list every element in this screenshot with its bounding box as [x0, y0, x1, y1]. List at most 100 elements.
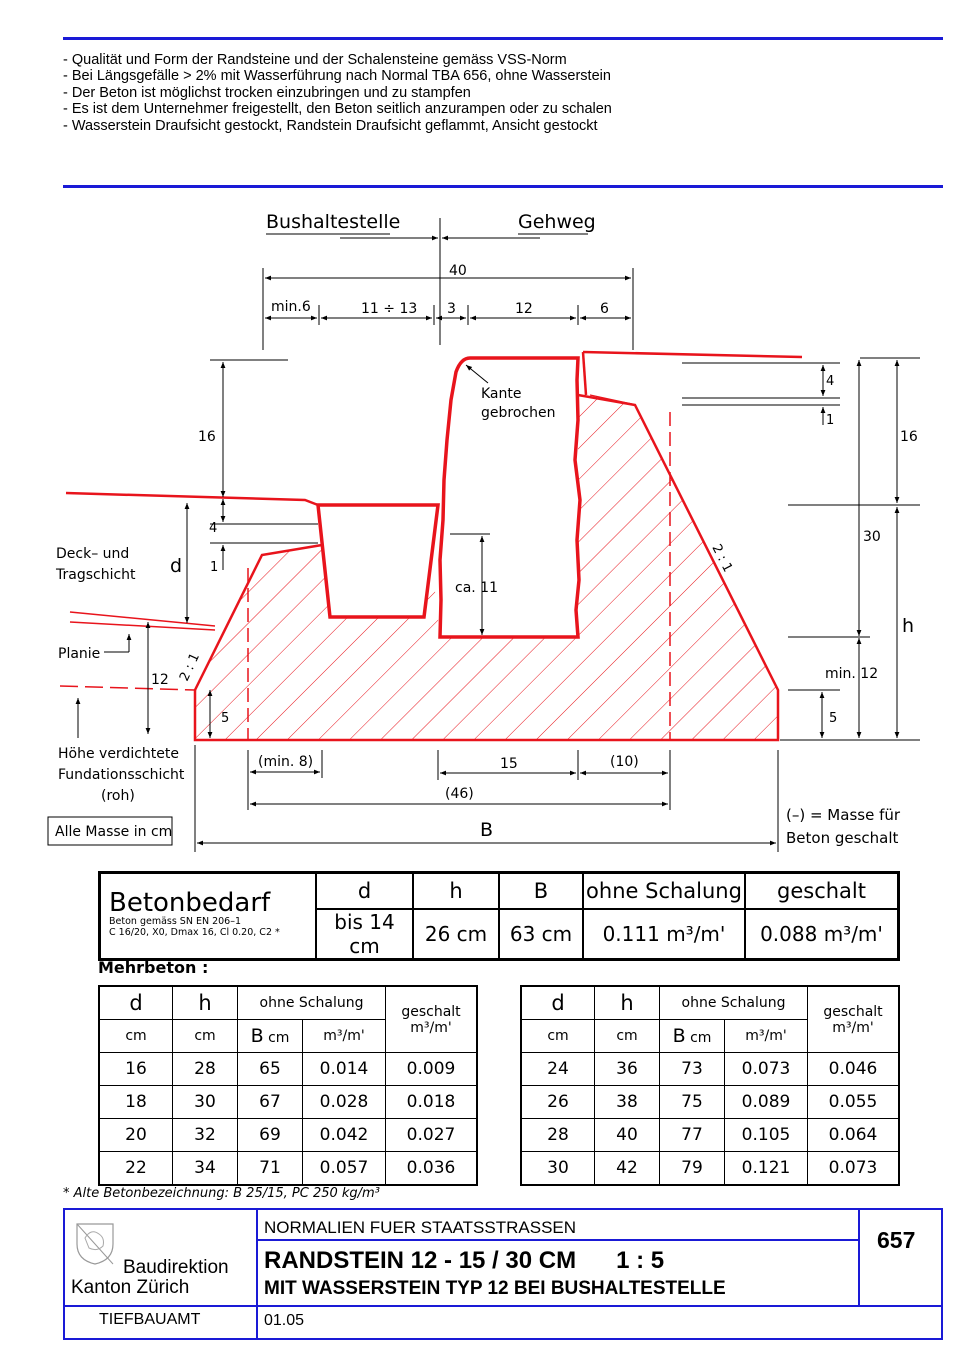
label-h: h — [902, 615, 914, 637]
mb2-cell: 0.073 — [724, 1052, 808, 1086]
mb2-h-geschalt: geschalt — [823, 1003, 883, 1020]
mb2-cell: 0.089 — [724, 1085, 808, 1119]
road-surfaces — [59, 350, 803, 691]
mb1-u-h: cm — [172, 1019, 238, 1053]
mb2-cell: 38 — [594, 1085, 660, 1119]
bedarf-v-d: bis 14 cm — [315, 907, 414, 960]
mb1-cell: 0.028 — [302, 1085, 386, 1119]
mb2-h-h: h — [594, 985, 660, 1020]
mb1-cell: 32 — [172, 1118, 238, 1152]
bedarf-h-h: h — [412, 871, 500, 910]
mb2-cell: 0.064 — [807, 1118, 900, 1152]
label-B: B — [480, 819, 493, 841]
department: TIEFBAUAMT — [99, 1311, 201, 1328]
org-name-1: Baudirektion — [123, 1257, 229, 1278]
bedarf-v-ohne: 0.111 m³/m' — [582, 907, 746, 960]
mb1-u-d: cm — [98, 1019, 173, 1053]
label-alle-masse: Alle Masse in cm — [55, 824, 172, 840]
legend-line1: (–) = Masse für — [786, 806, 901, 824]
mb2-cell: 40 — [594, 1118, 660, 1152]
mb2-cell: 0.055 — [807, 1085, 900, 1119]
mb1-cell: 28 — [172, 1052, 238, 1086]
mb2-h-ohne: ohne Schalung — [659, 985, 808, 1020]
dim-4-left: 4 — [209, 521, 217, 536]
mb1-cell: 20 — [98, 1118, 173, 1152]
dim-1-left: 1 — [210, 560, 218, 575]
mb1-cell: 0.014 — [302, 1052, 386, 1086]
title-line-3: MIT WASSERSTEIN TYP 12 BEI BUSHALTESTELL… — [264, 1278, 726, 1299]
mb2-cell: 36 — [594, 1052, 660, 1086]
footnote: * Alte Betonbezeichnung: B 25/15, PC 250… — [63, 1186, 380, 1201]
dim-5-left: 5 — [221, 711, 229, 726]
label-d: d — [170, 555, 182, 577]
label-deck: Deck– und — [56, 546, 129, 562]
dim-11-13: 11 ÷ 13 — [361, 301, 417, 317]
label-gehweg: Gehweg — [518, 211, 596, 233]
title-block: Baudirektion Kanton Zürich TIEFBAUAMT NO… — [63, 1208, 943, 1340]
mb2-cell: 0.073 — [807, 1151, 900, 1186]
label-bushaltestelle: Bushaltestelle — [266, 211, 400, 233]
mb2-cell: 0.121 — [724, 1151, 808, 1186]
mb1-cell: 69 — [237, 1118, 303, 1152]
note-1: - Qualität und Form der Randsteine und d… — [63, 52, 567, 68]
dim-10: (10) — [610, 754, 639, 770]
bedarf-v-geschalt: 0.088 m³/m' — [744, 907, 900, 960]
dim-min12: min. 12 — [825, 666, 878, 682]
mb2-cell: 0.105 — [724, 1118, 808, 1152]
mb2-cell: 28 — [520, 1118, 595, 1152]
bedarf-h-ohne: ohne Schalung — [582, 871, 746, 910]
kerb-stone — [438, 356, 582, 639]
mb2-h-d: d — [520, 985, 595, 1020]
sheet-number: 657 — [877, 1227, 916, 1253]
betonbedarf-table: Betonbedarf Beton gemäss SN EN 206–1 C 1… — [98, 871, 900, 961]
dim-12-top: 12 — [515, 301, 533, 317]
note-4: - Es ist dem Unternehmer freigestellt, d… — [63, 101, 612, 118]
dim-min6: min.6 — [271, 299, 311, 315]
mb2-u-Bcm: cm — [690, 1030, 712, 1046]
label-gebrochen: gebrochen — [481, 405, 555, 421]
mb1-h-ohne: ohne Schalung — [237, 985, 386, 1020]
betonbedarf-spec1: Beton gemäss SN EN 206–1 — [109, 915, 242, 927]
mb2-cell: 75 — [659, 1085, 725, 1119]
mb1-cell: 0.042 — [302, 1118, 386, 1152]
dim-3: 3 — [447, 301, 456, 317]
mb2-cell: 26 — [520, 1085, 595, 1119]
mb1-cell: 22 — [98, 1151, 173, 1186]
mb1-cell: 18 — [98, 1085, 173, 1119]
dim-4-right: 4 — [826, 374, 834, 389]
mb1-cell: 71 — [237, 1151, 303, 1186]
section-rule — [63, 185, 943, 188]
dim-30: 30 — [863, 529, 881, 545]
bedarf-h-B: B — [498, 871, 584, 910]
mb1-cell: 67 — [237, 1085, 303, 1119]
mb1-cell: 0.027 — [385, 1118, 478, 1152]
mb1-cell: 16 — [98, 1052, 173, 1086]
mb1-cell: 0.018 — [385, 1085, 478, 1119]
note-3: - Der Beton ist möglichst trocken einzub… — [63, 84, 471, 101]
title-line-2: RANDSTEIN 12 - 15 / 30 CM 1 : 5 — [264, 1247, 665, 1274]
mb2-u-h: cm — [594, 1019, 660, 1053]
betonbedarf-title: Betonbedarf — [109, 887, 271, 918]
dim-ca11: ca. 11 — [455, 580, 498, 596]
label-kante: Kante — [481, 386, 522, 402]
label-planie: Planie — [58, 646, 100, 662]
mb1-cell: 0.057 — [302, 1151, 386, 1186]
general-notes: - Qualität und Form der Randsteine und d… — [63, 52, 612, 134]
water-stone — [316, 503, 440, 619]
mb1-h-h: h — [172, 985, 238, 1020]
mb1-u-B: B — [250, 1025, 264, 1047]
label-tragschicht: Tragschicht — [55, 567, 136, 583]
mb2-h-geschalt-unit: m³/m' — [832, 1019, 874, 1036]
note-5: - Wasserstein Draufsicht gestockt, Rands… — [63, 117, 598, 134]
mb2-u-m3: m³/m' — [724, 1019, 808, 1053]
mb1-cell: 0.036 — [385, 1151, 478, 1186]
title-line-1: NORMALIEN FUER STAATSSTRASSEN — [264, 1218, 577, 1237]
mb2-cell: 0.046 — [807, 1052, 900, 1086]
note-2: - Bei Längsgefälle > 2% mit Wasserführun… — [63, 68, 611, 85]
